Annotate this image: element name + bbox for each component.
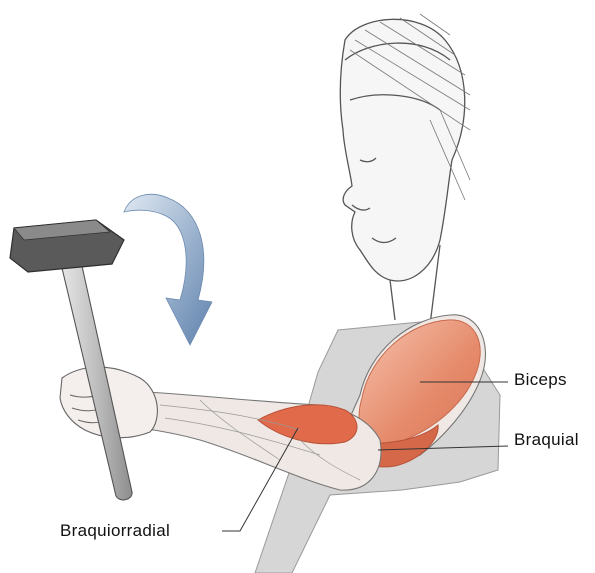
braquiorradial-label: Braquiorradial bbox=[60, 521, 170, 541]
hammer bbox=[10, 220, 132, 500]
braquial-label: Braquial bbox=[514, 430, 579, 450]
biceps-label: Biceps bbox=[514, 370, 567, 390]
head-sketch bbox=[340, 19, 464, 325]
curved-arrow-icon bbox=[124, 194, 212, 345]
